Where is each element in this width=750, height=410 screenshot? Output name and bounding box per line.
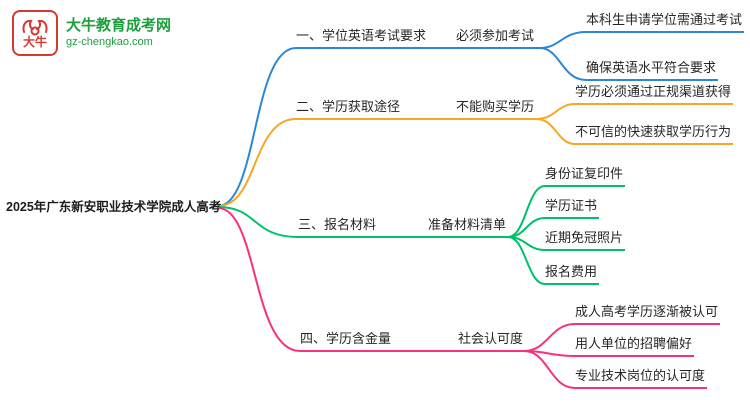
branch-2-leaf-2-curve [535, 118, 576, 145]
branch-3-leaf-3: 近期免冠照片 [545, 230, 625, 251]
logo-badge-text: 大牛 [22, 35, 47, 49]
mindmap-root: 2025年广东新安职业技术学院成人高考 [6, 200, 222, 214]
branch-1-leaf-2: 确保英语水平符合要求 [586, 60, 718, 81]
branch-3-leaf-1-curve [507, 185, 546, 238]
branch-1-curve [217, 47, 297, 207]
branch-4-curve [217, 207, 301, 352]
branch-3-sub: 准备材料清单 [428, 217, 508, 238]
logo-url: gz-chengkao.com [66, 36, 153, 48]
bull-horns-icon [22, 19, 48, 36]
branch-2-curve [217, 118, 297, 207]
branch-4-leaf-3-curve [523, 350, 576, 389]
branch-3-label: 三、报名材料 [298, 217, 378, 238]
branch-1-label: 一、学位英语考试要求 [296, 28, 436, 49]
branch-2-leaf-2: 不可信的快速获取学历行为 [575, 124, 733, 145]
branch-1-leaf-1-curve [539, 31, 587, 49]
branch-2-leaf-1-curve [535, 103, 576, 120]
logo-title: 大牛教育成考网 [66, 17, 172, 34]
branch-2-sub: 不能购买学历 [456, 99, 536, 120]
site-logo: 大牛 大牛教育成考网 gz-chengkao.com [12, 10, 171, 56]
branch-3-leaf-4-curve [507, 236, 546, 285]
branch-3-leaf-2: 学历证书 [545, 198, 599, 219]
branch-1-leaf-1: 本科生申请学位需通过考试 [586, 12, 744, 33]
branch-4-leaf-1: 成人高考学历逐渐被认可 [575, 304, 720, 325]
branch-2-leaf-1: 学历必须通过正规渠道获得 [575, 84, 733, 105]
logo-bull-icon: 大牛 [12, 10, 58, 56]
branch-3-curve [217, 206, 299, 238]
branch-4-leaf-1-curve [523, 323, 576, 352]
branch-1-sub: 必须参加考试 [456, 28, 540, 49]
branch-1-leaf-2-curve [539, 47, 587, 81]
branch-3-leaf-1: 身份证复印件 [545, 166, 625, 187]
branch-4-leaf-3: 专业技术岗位的认可度 [575, 368, 707, 389]
branch-3-leaf-4: 报名费用 [545, 264, 599, 285]
branch-4-sub: 社会认可度 [458, 331, 524, 352]
branch-4-leaf-2: 用人单位的招聘偏好 [575, 336, 694, 357]
branch-2-label: 二、学历获取途径 [296, 99, 406, 120]
branch-4-label: 四、学历含金量 [300, 331, 392, 352]
